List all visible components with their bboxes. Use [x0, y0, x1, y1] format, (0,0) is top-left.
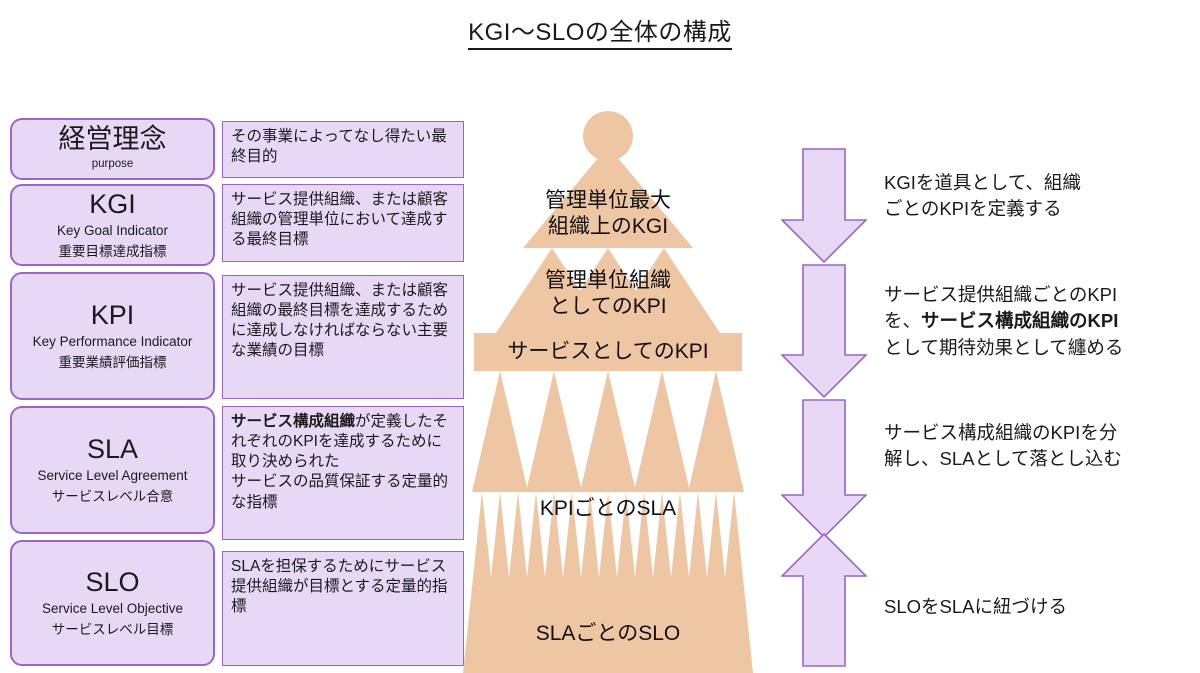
pyramid-label-slo: SLAごとのSLO	[478, 621, 738, 647]
desc-box-kgi: サービス提供組織、または顧客組織の管理単位において達成する最終目標	[222, 184, 464, 262]
flow-arrow-up-4	[780, 532, 868, 668]
term-abbr-kgi: KGI	[89, 188, 136, 219]
flow-arrow-down-2	[780, 264, 868, 399]
pyramid-level-slo-triangle-15	[715, 492, 753, 673]
term-english-sla: Service Level Agreement	[37, 467, 188, 483]
pyramid-label-kgi: 管理単位最大 組織上のKGI	[478, 188, 738, 239]
term-box-sla: SLA Service Level Agreement サービスレベル合意	[10, 406, 215, 534]
flow-arrow-down-1	[780, 148, 868, 264]
term-japanese-sla: サービスレベル合意	[51, 488, 174, 504]
term-english-purpose: purpose	[91, 158, 134, 171]
desc-box-slo: SLAを担保するためにサービス提供組織が目標とする定量的指標	[222, 551, 464, 666]
pyramid-label-kpi-service: サービスとしてのKPI	[464, 339, 752, 365]
pyramid-svg	[463, 111, 753, 673]
term-box-kgi: KGI Key Goal Indicator 重要目標達成指標	[10, 184, 215, 266]
pyramid-label-sla-line1: KPIごとのSLA	[539, 497, 677, 520]
pyramid-label-kpi-org-line2: としてのKPI	[549, 294, 667, 318]
pyramid-level-kgi-triangle	[523, 146, 693, 248]
pyramid-level-kpi-org-triangle-3	[608, 248, 720, 333]
term-box-purpose: 経営理念 purpose	[10, 118, 215, 180]
pyramid-label-kpi-org: 管理単位組織 としてのKPI	[478, 268, 738, 319]
term-english-slo: Service Level Objective	[41, 600, 184, 616]
pyramid-level-sla-triangle-2	[526, 371, 582, 492]
arrow-down-icon	[780, 264, 868, 399]
term-abbr-slo: SLO	[85, 566, 140, 597]
page-title: KGI〜SLOの全体の構成	[0, 12, 1200, 50]
pyramid-label-kgi-line2: 組織上のKGI	[547, 214, 669, 238]
pyramid-label-sla: KPIごとのSLA	[478, 496, 738, 522]
pyramid-level-slo-triangle-5	[688, 371, 744, 492]
pyramid-label-slo-line1: SLAごとのSLO	[535, 622, 681, 645]
term-box-slo: SLO Service Level Objective サービスレベル目標	[10, 540, 215, 666]
pyramid-label-kpi-service-line1: サービスとしてのKPI	[507, 340, 709, 363]
term-japanese-kpi: 重要業績評価指標	[58, 354, 167, 370]
term-abbr-kpi: KPI	[90, 299, 135, 330]
term-english-kgi: Key Goal Indicator	[56, 222, 169, 238]
term-box-kpi: KPI Key Performance Indicator 重要業績評価指標	[10, 272, 215, 400]
flow-arrow-down-3	[780, 399, 868, 539]
page-title-text: KGI〜SLOの全体の構成	[468, 19, 732, 50]
term-japanese-kgi: 重要目標達成指標	[58, 243, 167, 259]
desc-box-purpose: その事業によってなし得たい最終目的	[222, 121, 464, 178]
term-english-kpi: Key Performance Indicator	[32, 333, 193, 349]
arrow-down-icon	[780, 148, 868, 264]
desc-box-kpi: サービス提供組織、または顧客組織の最終目標を達成するために達成しなければならない…	[222, 275, 464, 399]
term-abbr-purpose: 経営理念	[58, 124, 167, 155]
arrow-up-icon	[780, 532, 868, 667]
pyramid-apex-circle	[583, 111, 633, 161]
pyramid-level-sla-triangle-3	[580, 371, 636, 492]
flow-text-4: SLOをSLAに紐づける	[884, 596, 1067, 617]
flow-text-3: サービス構成組織のKPIを分解し、SLAとして落とし込む	[884, 422, 1122, 470]
pyramid-diagram: 管理単位最大 組織上のKGI 管理単位組織 としてのKPI サービスとしてのKP…	[440, 100, 800, 673]
flow-text-1: KGIを道具として、組織ごとのKPIを定義する	[884, 172, 1081, 220]
pyramid-level-kpi-service-band	[474, 333, 742, 371]
term-japanese-slo: サービスレベル目標	[51, 621, 174, 637]
pyramid-level-sla-triangle-1	[472, 371, 528, 492]
term-abbr-sla: SLA	[86, 433, 139, 464]
pyramid-label-kpi-org-line1: 管理単位組織	[545, 269, 671, 292]
pyramid-label-kgi-line1: 管理単位最大	[545, 189, 671, 212]
pyramid-level-sla-triangle-4	[634, 371, 690, 492]
desc-box-sla: サービス構成組織が定義したそれぞれのKPIを達成するために取り決められたサービス…	[222, 406, 464, 540]
arrow-down-icon	[780, 399, 868, 539]
